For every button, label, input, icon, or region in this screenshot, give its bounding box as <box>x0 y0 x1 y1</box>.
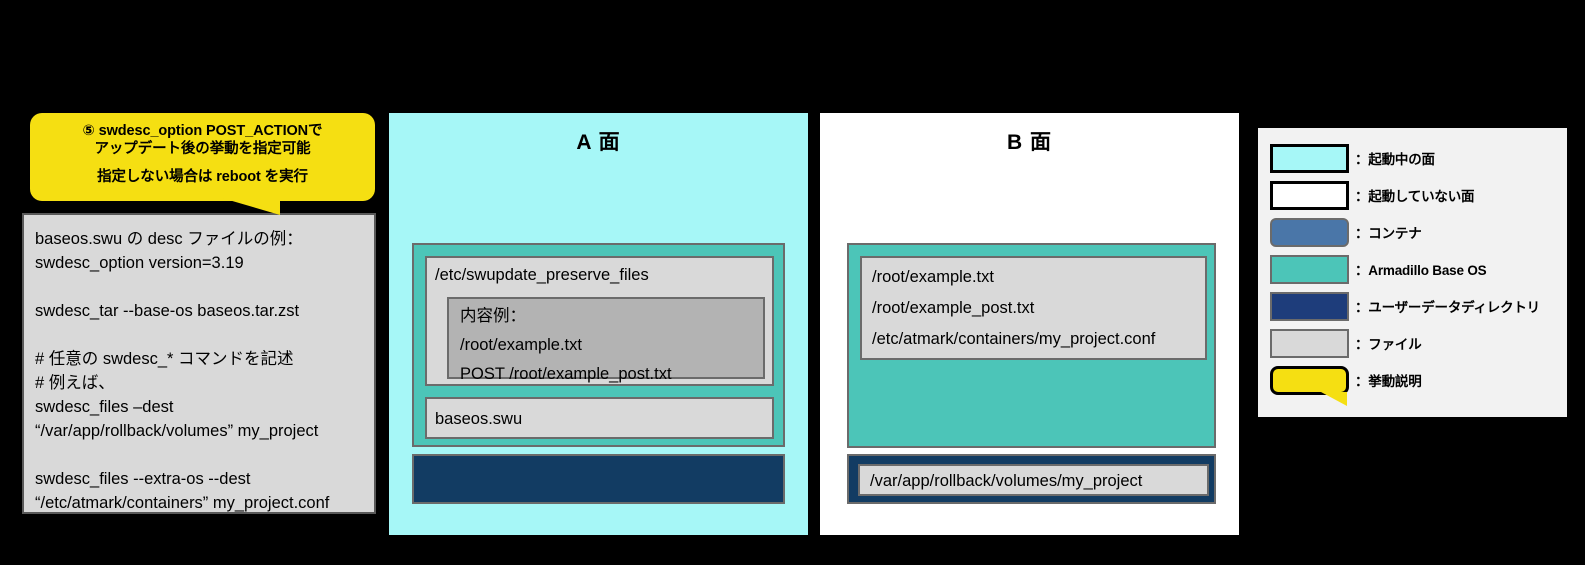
panel-a-baseos-region: /etc/swupdate_preserve_files 内容例： /root/… <box>412 243 785 447</box>
restored-file-line: /root/example_post.txt <box>872 299 1035 317</box>
desc-spacer <box>35 443 364 467</box>
preserve-files-name: /etc/swupdate_preserve_files <box>435 266 649 284</box>
callout-line-3: 指定しない場合は reboot を実行 <box>97 169 308 185</box>
volume-path-name: /var/app/rollback/volumes/my_project <box>870 472 1143 490</box>
legend-label: ：挙動説明 <box>1355 374 1422 389</box>
desc-line: swdesc_files –dest <box>35 398 174 416</box>
legend-label: ：起動中の面 <box>1355 152 1435 167</box>
desc-spacer <box>35 275 364 299</box>
legend-item: ：挙動説明 <box>1258 364 1567 406</box>
restored-file-line: /etc/atmark/containers/my_project.conf <box>872 330 1156 348</box>
panel-b-side: B 面 /root/example.txt /root/example_post… <box>820 113 1239 535</box>
callout-spacer <box>40 158 365 168</box>
panel-b-userdata-region: /var/app/rollback/volumes/my_project <box>847 454 1216 504</box>
legend-swatch-callout-icon <box>1270 365 1349 406</box>
legend-swatch-userdata-icon <box>1270 291 1349 321</box>
desc-line: # 例えば、 <box>35 374 115 392</box>
desc-line: “/var/app/rollback/volumes” my_project <box>35 422 319 440</box>
preserve-content-line: 内容例： <box>460 307 526 325</box>
legend-swatch-baseos-icon <box>1270 254 1349 284</box>
callout-line-1: ⑤ swdesc_option POST_ACTIONで <box>82 123 323 139</box>
legend-label: ：Armadillo Base OS <box>1355 263 1487 278</box>
preserve-content-line: /root/example.txt <box>460 336 582 354</box>
legend-item: ：Armadillo Base OS <box>1258 253 1567 285</box>
panel-a-userdata-region <box>412 454 785 504</box>
desc-line: baseos.swu の desc ファイルの例： <box>35 230 303 248</box>
panel-b-title: B 面 <box>1007 131 1052 154</box>
legend-swatch-booted-icon <box>1270 143 1349 173</box>
desc-line: swdesc_option version=3.19 <box>35 254 244 272</box>
desc-file-example-panel: baseos.swu の desc ファイルの例： swdesc_option … <box>22 213 376 514</box>
legend-item: ：起動中の面 <box>1258 142 1567 174</box>
callout-tail-icon <box>222 198 280 215</box>
legend-swatch-container-icon <box>1270 217 1349 247</box>
baseos-swu-name: baseos.swu <box>435 410 523 428</box>
panel-a-title: A 面 <box>576 131 621 154</box>
volume-path-file: /var/app/rollback/volumes/my_project <box>858 464 1209 496</box>
desc-spacer <box>35 323 364 347</box>
panel-b-baseos-region: /root/example.txt /root/example_post.txt… <box>847 243 1216 448</box>
legend-label: ：ファイル <box>1355 337 1422 352</box>
legend-swatch-file-icon <box>1270 328 1349 358</box>
preserve-files-file: /etc/swupdate_preserve_files 内容例： /root/… <box>425 256 774 386</box>
legend-swatch-not-booted-icon <box>1270 180 1349 210</box>
callout-line-2: アップデート後の挙動を指定可能 <box>94 141 311 157</box>
desc-line: “/etc/atmark/containers” my_project.conf <box>35 494 330 512</box>
legend-label: ：ユーザーデータディレクトリ <box>1355 300 1540 315</box>
restored-file-line: /root/example.txt <box>872 268 994 286</box>
legend-label: ：コンテナ <box>1355 226 1422 241</box>
legend-item: ：ユーザーデータディレクトリ <box>1258 290 1567 322</box>
legend-panel: ：起動中の面 ：起動していない面 ：コンテナ ：Armadillo Base O… <box>1258 128 1567 417</box>
panel-b-restored-files: /root/example.txt /root/example_post.txt… <box>860 256 1207 360</box>
preserve-content-line: POST /root/example_post.txt <box>460 365 672 383</box>
desc-line: swdesc_files --extra-os --dest <box>35 470 251 488</box>
legend-item: ：起動していない面 <box>1258 179 1567 211</box>
legend-label: ：起動していない面 <box>1355 189 1475 204</box>
post-action-callout: ⑤ swdesc_option POST_ACTIONで アップデート後の挙動を… <box>30 113 375 201</box>
desc-line: swdesc_tar --base-os baseos.tar.zst <box>35 302 300 320</box>
panel-a-side: A 面 /etc/swupdate_preserve_files 内容例： /r… <box>389 113 808 535</box>
desc-line: # 任意の swdesc_* コマンドを記述 <box>35 350 294 368</box>
baseos-swu-file: baseos.swu <box>425 397 774 439</box>
legend-item: ：コンテナ <box>1258 216 1567 248</box>
legend-item: ：ファイル <box>1258 327 1567 359</box>
preserve-files-content: 内容例： /root/example.txt POST /root/exampl… <box>447 297 765 383</box>
